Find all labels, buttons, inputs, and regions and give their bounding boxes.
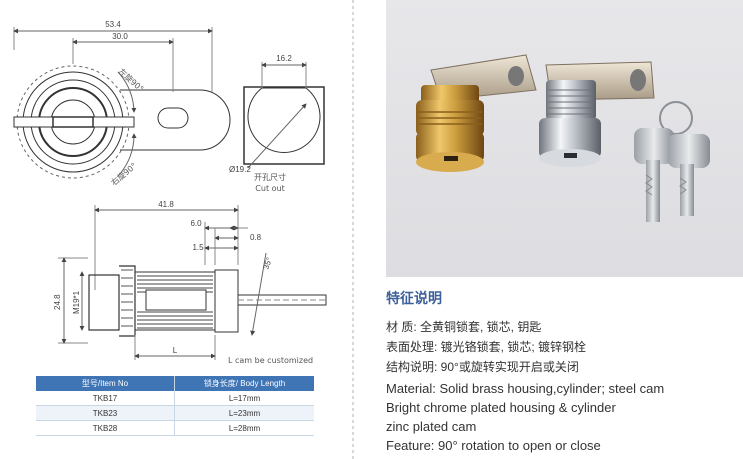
dim-cutout-diameter: Ø19.2 (229, 165, 251, 174)
cutout-view (243, 62, 325, 169)
feature-cn-line: 结构说明: 90°或旋转实现开启或关闭 (386, 360, 579, 374)
feature-en-line: Material: Solid brass housing,cylinder; … (386, 381, 665, 396)
item-no-cell: TKB23 (36, 405, 175, 421)
product-photo (386, 0, 743, 277)
dim-1-5: 1.5 (192, 243, 204, 252)
chrome-lock-icon (539, 61, 655, 167)
body-length-cell: L=17mm (174, 391, 314, 406)
spec-table: 型号/Item No 锁身长度/ Body Length TKB17 L=17m… (36, 376, 314, 436)
column-divider (352, 0, 354, 459)
front-view (13, 65, 231, 179)
dim-height: 24.8 (53, 294, 62, 310)
features-title: 特征说明 (386, 290, 442, 306)
rotation-right-label: 右旋90° (109, 160, 139, 187)
customize-note: L cam be customized (228, 356, 313, 365)
table-row: TKB28 L=28mm (36, 420, 314, 436)
body-length-cell: L=28mm (174, 420, 314, 436)
dim-body-length: 41.8 (158, 200, 174, 209)
dim-length: L (173, 346, 178, 355)
feature-en-line: Feature: 90° rotation to open or close (386, 438, 601, 453)
item-no-cell: TKB28 (36, 420, 175, 436)
table-header-row: 型号/Item No 锁身长度/ Body Length (36, 376, 314, 391)
side-view (58, 205, 327, 360)
table-row: TKB23 L=23mm (36, 405, 314, 421)
cutout-label-en: Cut out (255, 184, 284, 193)
feature-cn-line: 表面处理: 镀光铬锁套, 锁芯; 镀锌钢栓 (386, 340, 587, 354)
dim-6: 6.0 (190, 219, 202, 228)
dim-cutout-width: 16.2 (276, 54, 292, 63)
feature-en-line: Bright chrome plated housing & cylinder (386, 400, 616, 415)
keys-icon (634, 101, 710, 222)
dim-cam-width: 30.0 (112, 32, 128, 41)
technical-drawing: 53.4 30.0 16.2 Ø19.2 开孔尺寸 Cut out 左旋90° … (13, 20, 327, 365)
brass-lock-icon (416, 54, 537, 172)
feature-en-line: zinc plated cam (386, 419, 477, 434)
dim-0-8: 0.8 (250, 233, 262, 242)
dim-thread: M19*1 (72, 290, 81, 314)
feature-cn-line: 材 质: 全黄铜锁套, 锁芯, 钥匙 (386, 320, 542, 334)
item-no-cell: TKB17 (36, 391, 175, 406)
dim-overall-width: 53.4 (105, 20, 121, 29)
dim-angle: 35° (261, 256, 274, 270)
table-row: TKB17 L=17mm (36, 391, 314, 406)
body-length-cell: L=23mm (174, 405, 314, 421)
column-header-item-no: 型号/Item No (36, 376, 175, 391)
cutout-label-cn: 开孔尺寸 (254, 172, 286, 182)
column-header-body-length: 锁身长度/ Body Length (174, 376, 314, 391)
